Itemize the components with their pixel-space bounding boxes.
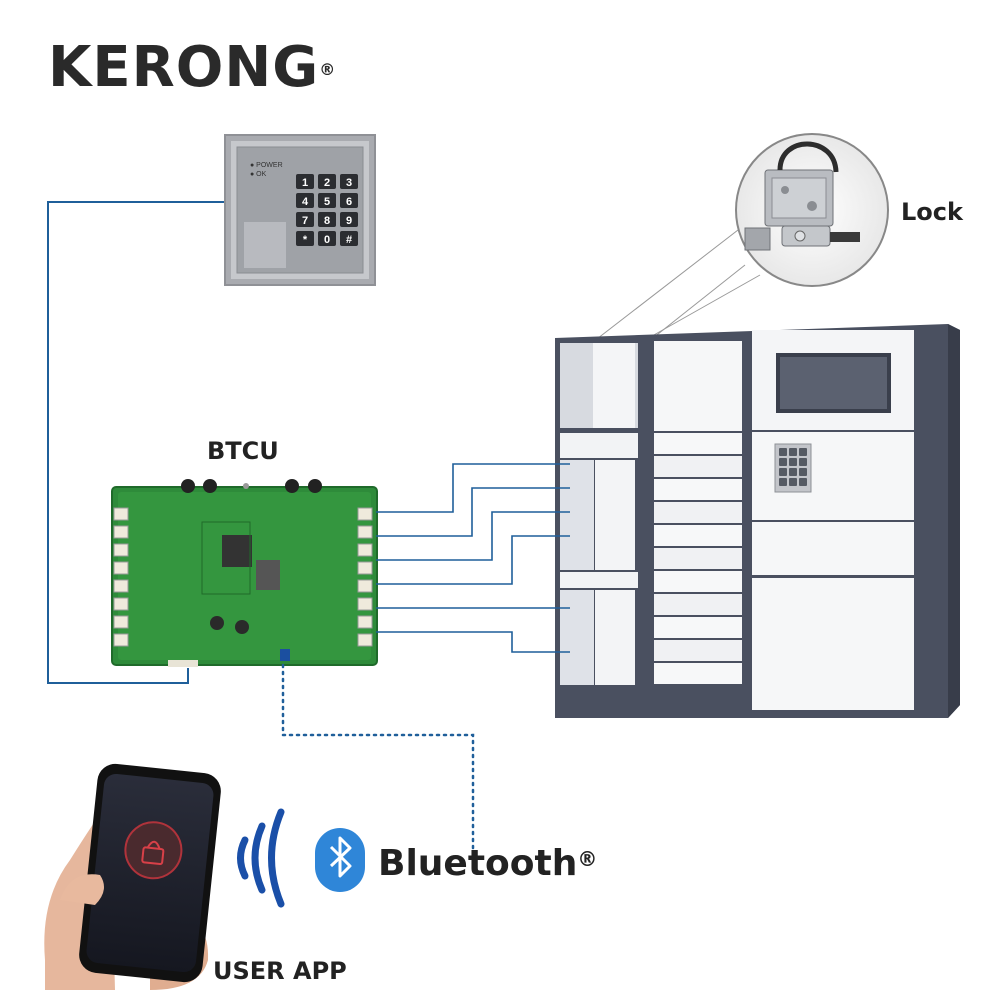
- locker-door: [654, 433, 742, 454]
- keypad-keys: 1 2 3 4 5 6 7 8 9 * 0 #: [296, 174, 358, 246]
- keypad-key[interactable]: [340, 212, 358, 227]
- keypad-key-label: 8: [324, 215, 330, 227]
- keypad-key-label: 3: [346, 177, 352, 189]
- keypad-key[interactable]: [296, 212, 314, 227]
- keypad-key-label: 7: [302, 215, 308, 227]
- keypad-key[interactable]: [340, 193, 358, 208]
- locker-door: [654, 479, 742, 500]
- locker-door: [654, 640, 742, 661]
- locker-door: [654, 456, 742, 477]
- keypad-key-label: 6: [346, 196, 352, 208]
- control-wire: [376, 487, 570, 537]
- btcu-board: [111, 479, 378, 667]
- registered-mark: ®: [319, 60, 337, 79]
- keypad-key-label: 0: [324, 234, 330, 246]
- bluetooth-icon: [315, 828, 365, 892]
- access-keypad: [224, 134, 376, 286]
- brand-name: KERONG: [48, 35, 320, 100]
- keypad-wire: [47, 201, 225, 684]
- keypad-key-label: *: [303, 234, 308, 246]
- control-wire: [376, 535, 570, 585]
- bluetooth-registered-mark: ®: [577, 847, 598, 871]
- locker-door: [654, 594, 742, 615]
- keypad-key-label: 2: [324, 177, 330, 189]
- keypad-key[interactable]: [296, 193, 314, 208]
- btcu-label: BTCU: [207, 437, 279, 465]
- keypad-key-label: 9: [346, 215, 352, 227]
- phone-in-hand: [44, 763, 221, 990]
- power-indicator: ● POWER: [250, 162, 283, 169]
- keypad-key-label: 4: [302, 196, 309, 208]
- cabinet-wires: [376, 463, 570, 653]
- keypad-key[interactable]: [340, 231, 358, 246]
- user-app-label: USER APP: [213, 957, 347, 985]
- keypad-key-label: 5: [324, 196, 330, 208]
- locker-door: [654, 571, 742, 592]
- control-wire: [376, 511, 570, 561]
- bluetooth-word: Bluetooth: [378, 843, 578, 884]
- locker-door: [654, 525, 742, 546]
- bluetooth-link: [281, 663, 475, 852]
- lock-detail: [735, 133, 889, 287]
- keypad-key[interactable]: [340, 174, 358, 189]
- keypad-key[interactable]: [318, 193, 336, 208]
- locker-door: [654, 617, 742, 638]
- ok-indicator: ● OK: [250, 171, 267, 178]
- bluetooth-label: Bluetooth®: [378, 843, 597, 884]
- lock-label: Lock: [901, 198, 963, 226]
- locker-door: [654, 502, 742, 523]
- keypad-key-label: #: [346, 234, 352, 246]
- brand-logo: KERONG®: [48, 38, 336, 98]
- keypad-key-label: 1: [302, 177, 308, 189]
- keypad-key[interactable]: [296, 174, 314, 189]
- locker-door: [654, 548, 742, 569]
- keypad-key[interactable]: [318, 174, 336, 189]
- control-wire: [376, 631, 570, 653]
- keypad-key[interactable]: [296, 231, 314, 246]
- locker-door: [654, 663, 742, 684]
- control-wire: [376, 463, 570, 513]
- signal-waves-icon: [237, 808, 285, 908]
- locker-cabinet: [555, 324, 960, 718]
- keypad-key[interactable]: [318, 212, 336, 227]
- keypad-key[interactable]: [318, 231, 336, 246]
